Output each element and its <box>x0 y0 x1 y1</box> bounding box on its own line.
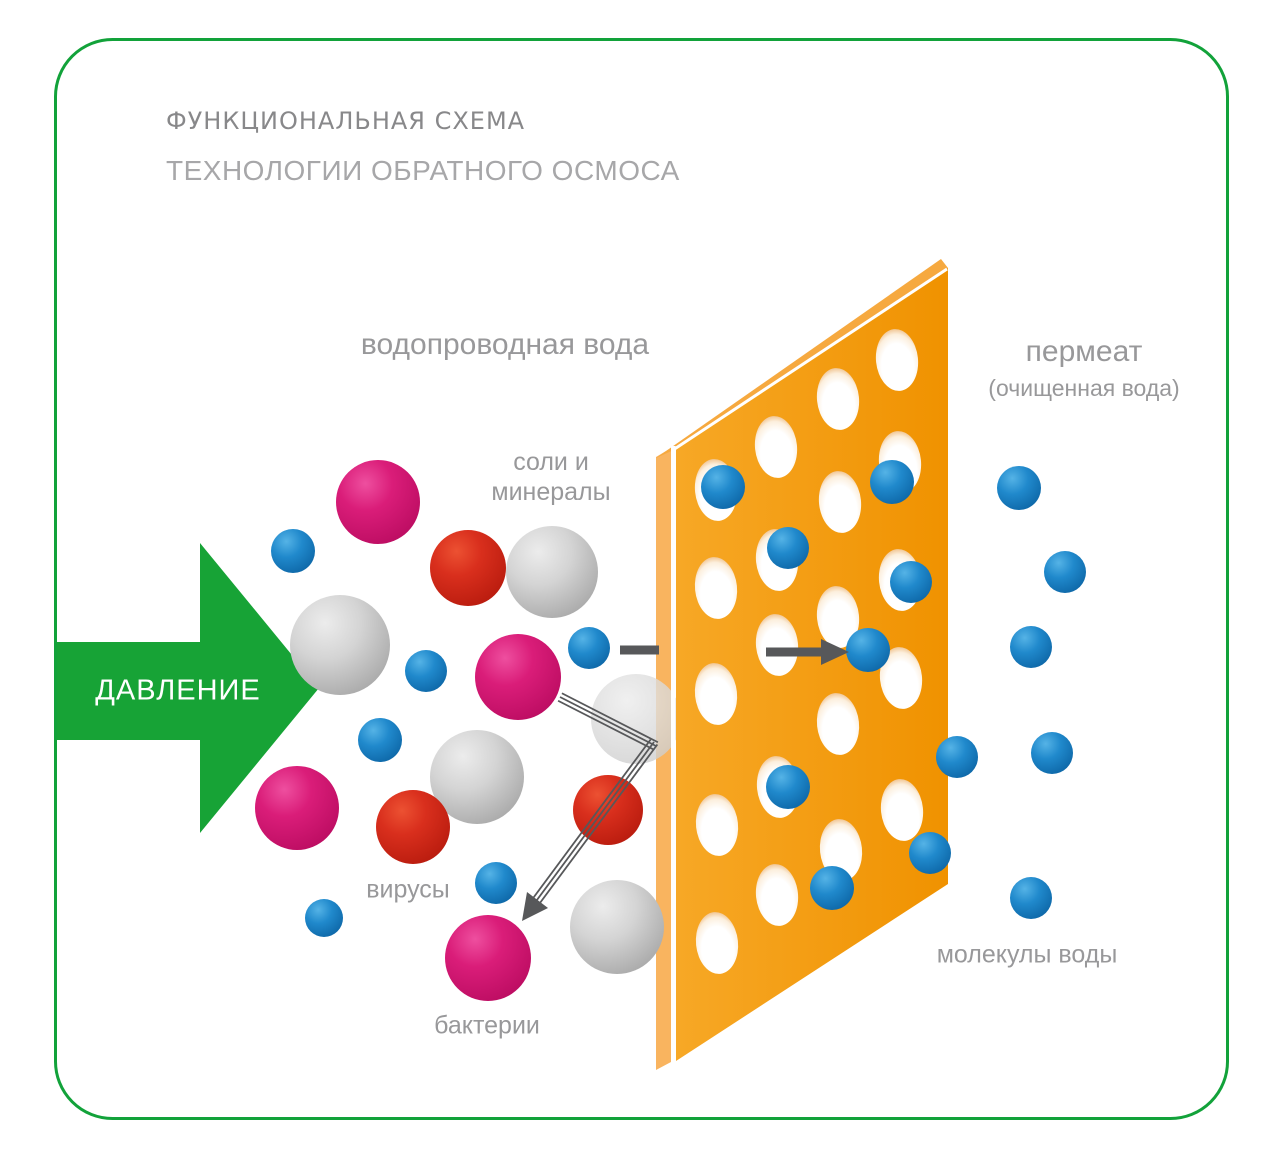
membrane-pore <box>755 614 799 676</box>
flow-arrow <box>620 639 849 665</box>
particle-blue <box>766 765 810 809</box>
particle-blue <box>767 527 809 569</box>
particle-blue <box>1044 551 1086 593</box>
particle-blue <box>405 650 447 692</box>
permeate-water-particles <box>936 466 1086 919</box>
particle-magenta <box>336 460 420 544</box>
particle-blue <box>1010 626 1052 668</box>
particle-blue <box>271 529 315 573</box>
particle-blue <box>890 561 932 603</box>
particle-ghost <box>591 674 681 764</box>
particle-blue <box>936 736 978 778</box>
membrane-pore <box>816 693 860 755</box>
viruses-label: вирусы <box>366 875 450 904</box>
membrane-pore <box>875 329 919 391</box>
particle-blue <box>997 466 1041 510</box>
particle-magenta <box>445 915 531 1001</box>
membrane-water-particles <box>701 460 951 910</box>
water-molecules-label: молекулы воды <box>936 940 1118 969</box>
membrane-side-edge <box>656 448 671 1070</box>
feed-water-label: водопроводная вода <box>360 327 650 361</box>
membrane-pore <box>880 779 924 841</box>
particle-blue <box>1010 877 1052 919</box>
particle-blue <box>870 460 914 504</box>
membrane-pore <box>694 663 738 725</box>
membrane-pore <box>754 416 798 478</box>
particle-gray <box>290 595 390 695</box>
rejection-bounce-arrow <box>522 692 659 921</box>
card-border <box>54 38 1229 1120</box>
membrane-pore <box>755 864 799 926</box>
bacteria-label: бактерии <box>434 1011 540 1040</box>
particle-blue <box>810 866 854 910</box>
membrane-pore <box>879 647 923 709</box>
membrane-pore <box>816 586 860 648</box>
particle-blue <box>475 862 517 904</box>
salts-minerals-label: соли и минералы <box>491 448 611 506</box>
particle-blue <box>358 718 402 762</box>
particle-blue <box>909 832 951 874</box>
particle-magenta <box>475 634 561 720</box>
permeate-label: пермеат <box>1025 334 1143 368</box>
particle-gray <box>570 880 664 974</box>
membrane-pore <box>695 794 739 856</box>
membrane-pore <box>816 368 860 430</box>
particle-gray <box>430 730 524 824</box>
particle-blue <box>305 899 343 937</box>
membrane-pore <box>818 471 862 533</box>
membrane-pore <box>819 819 863 881</box>
particle-magenta <box>255 766 339 850</box>
membrane-pore <box>695 912 739 974</box>
pressure-arrow-label: ДАВЛЕНИЕ <box>95 674 261 707</box>
feed-particles <box>255 460 681 1001</box>
particle-blue <box>701 465 745 509</box>
particle-gray <box>506 526 598 618</box>
particle-blue <box>568 627 610 669</box>
page-title: ФУНКЦИОНАЛЬНАЯ СХЕМА <box>166 107 526 135</box>
particle-blue <box>846 628 890 672</box>
membrane-bevel <box>656 259 948 458</box>
membrane <box>656 259 948 1063</box>
page-subtitle: ТЕХНОЛОГИИ ОБРАТНОГО ОСМОСА <box>166 155 680 186</box>
particle-blue <box>1031 732 1073 774</box>
pressure-arrow <box>57 543 319 833</box>
membrane-pore <box>694 557 738 619</box>
particle-red <box>430 530 506 606</box>
permeate-note-label: (очищенная вода) <box>988 374 1180 401</box>
particle-red <box>376 790 450 864</box>
